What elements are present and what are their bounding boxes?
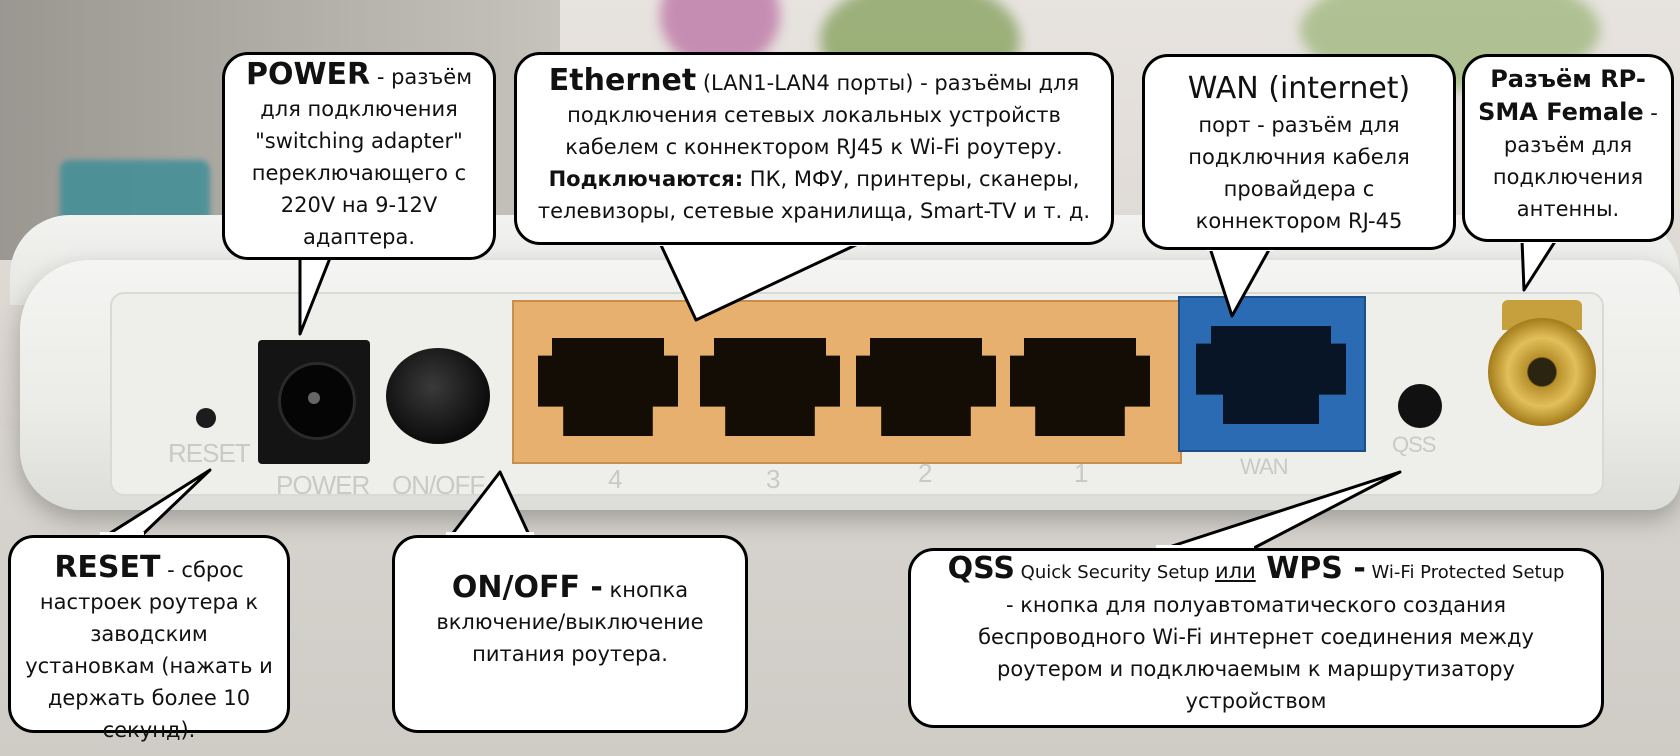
qss-pointer bbox=[1159, 470, 1402, 552]
qss-callout: QSS Quick Security Setup или WPS - Wi-Fi… bbox=[908, 548, 1604, 728]
power-callout-title: POWER bbox=[245, 57, 371, 92]
qss-or-word: или bbox=[1215, 559, 1256, 583]
lan-1-label: 1 bbox=[1074, 458, 1089, 488]
wps-callout-title: WPS - bbox=[1255, 551, 1366, 586]
reset-callout-title: RESET bbox=[54, 550, 161, 585]
wan-callout: WAN (internet) порт - разъём для подключ… bbox=[1142, 54, 1456, 250]
qss-port-label: QSS bbox=[1392, 432, 1436, 457]
rpsma-callout: Разъём RP-SMA Female - разъём для подклю… bbox=[1462, 54, 1674, 242]
wan-pointer bbox=[1208, 247, 1272, 318]
reset-callout-text: - сброс настроек роутера к заводским уст… bbox=[25, 558, 273, 742]
wan-port-label: WAN bbox=[1240, 454, 1289, 479]
lan-3-label: 3 bbox=[766, 464, 781, 494]
qss-callout-text: - кнопка для полуавтоматического создани… bbox=[978, 593, 1534, 713]
onoff-callout-text: кнопка включение/выключение питания роут… bbox=[436, 578, 704, 666]
onoff-callout-title: ON/OFF - bbox=[451, 570, 603, 605]
wan-callout-title: WAN (internet) bbox=[1187, 71, 1411, 106]
ethernet-pointer bbox=[658, 241, 861, 322]
ethernet-callout-title: Ethernet bbox=[548, 63, 697, 98]
ethernet-callout: Ethernet (LAN1-LAN4 порты) - разъёмы для… bbox=[514, 52, 1114, 245]
power-callout: POWER - разъём для подключения "switchin… bbox=[222, 52, 496, 260]
onoff-button bbox=[386, 348, 490, 444]
onoff-pointer bbox=[448, 470, 532, 538]
ethernet-connect-text: ПК, МФУ, принтеры, сканеры, телевизоры, … bbox=[537, 167, 1091, 223]
onoff-callout: ON/OFF - кнопка включение/выключение пит… bbox=[392, 535, 748, 733]
qss-button bbox=[1398, 384, 1442, 428]
onoff-port-label: ON/OFF bbox=[392, 470, 485, 500]
ethernet-connect-label: Подключаются: bbox=[548, 167, 744, 191]
reset-pointer bbox=[103, 468, 212, 539]
power-jack bbox=[258, 340, 370, 464]
wan-callout-text: порт - разъём для подключния кабеля пров… bbox=[1188, 113, 1410, 233]
power-callout-text: - разъём для подключения "switching adap… bbox=[251, 65, 473, 249]
qss-callout-title: QSS bbox=[947, 551, 1015, 586]
wps-full-name: Wi-Fi Protected Setup bbox=[1365, 562, 1565, 583]
reset-port-label: RESET bbox=[168, 438, 251, 468]
ethernet-callout-subtitle: (LAN1-LAN4 порты) - разъёмы для подключе… bbox=[565, 71, 1080, 159]
power-pointer bbox=[298, 257, 332, 336]
lan-2-label: 2 bbox=[918, 458, 933, 488]
rpsma-callout-title: Разъём RP-SMA Female bbox=[1478, 65, 1646, 126]
reset-callout: RESET - сброс настроек роутера к заводск… bbox=[8, 535, 290, 742]
reset-button bbox=[196, 408, 216, 428]
lan-4-label: 4 bbox=[608, 464, 623, 494]
power-port-label: POWER bbox=[276, 470, 370, 500]
rpsma-pointer bbox=[1520, 239, 1558, 292]
rpsma-callout-text: - разъём для подключения антенны. bbox=[1492, 101, 1658, 221]
qss-full-name: Quick Security Setup bbox=[1014, 562, 1216, 583]
rp-sma-connector bbox=[1488, 318, 1596, 426]
